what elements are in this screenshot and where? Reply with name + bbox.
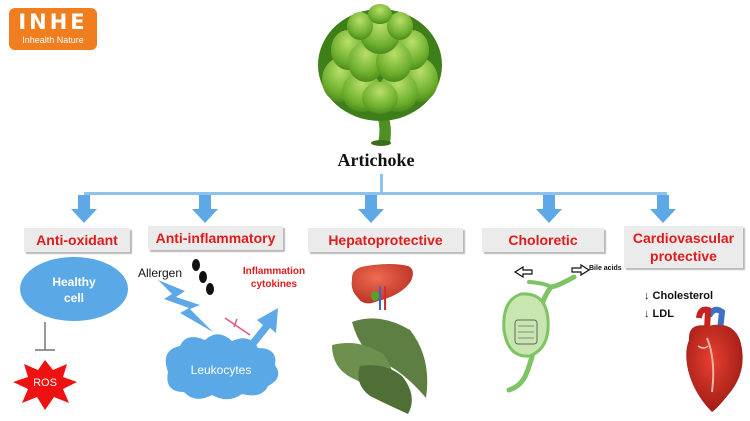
bile-outflow-arrow-icon — [513, 263, 591, 279]
heart-illustration — [686, 306, 743, 412]
gallbladder-illustration — [502, 274, 577, 393]
ros-burst-shape — [13, 360, 77, 410]
category-cardiovascular: Cardiovascular protective — [624, 226, 743, 268]
leukocytes-cloud-shape — [165, 334, 279, 400]
ldl-effect: ↓ LDL — [644, 308, 674, 320]
category-antiinflammatory: Anti-inflammatory — [148, 226, 283, 250]
category-hepatoprotective: Hepatoprotective — [308, 228, 463, 252]
cholesterol-effect: ↓ Cholesterol — [644, 290, 714, 302]
cytokine-arrow-icon — [224, 308, 278, 348]
leukocytes-label: Leukocytes — [190, 363, 252, 377]
cytokines-label: Inflammation cytokines — [242, 266, 306, 290]
brand-logo: INHE Inhealth Nature — [9, 8, 97, 50]
category-antioxidant: Anti-oxidant — [24, 228, 130, 252]
ros-label: ROS — [33, 377, 57, 389]
branch-arrows — [71, 195, 676, 223]
inhibition-line — [35, 322, 55, 351]
branch-connector — [84, 174, 667, 195]
healthy-cell-label: Healthy cell — [52, 275, 96, 305]
liver-icon — [351, 264, 413, 310]
brand-tagline: Inhealth Nature — [22, 35, 84, 45]
allergen-particles — [192, 259, 214, 295]
brand-mark: INHE — [18, 10, 88, 34]
bile-acids-label: Bile acids — [589, 265, 622, 272]
diagram-title: Artichoke — [337, 150, 415, 170]
allergen-label: Allergen — [138, 266, 183, 280]
healthy-cell-shape — [20, 257, 128, 321]
category-choloretic: Choloretic — [482, 228, 604, 252]
lightning-bolt-icon — [158, 280, 213, 332]
artichoke-leaves-illustration — [332, 318, 428, 414]
artichoke-illustration — [318, 4, 442, 146]
